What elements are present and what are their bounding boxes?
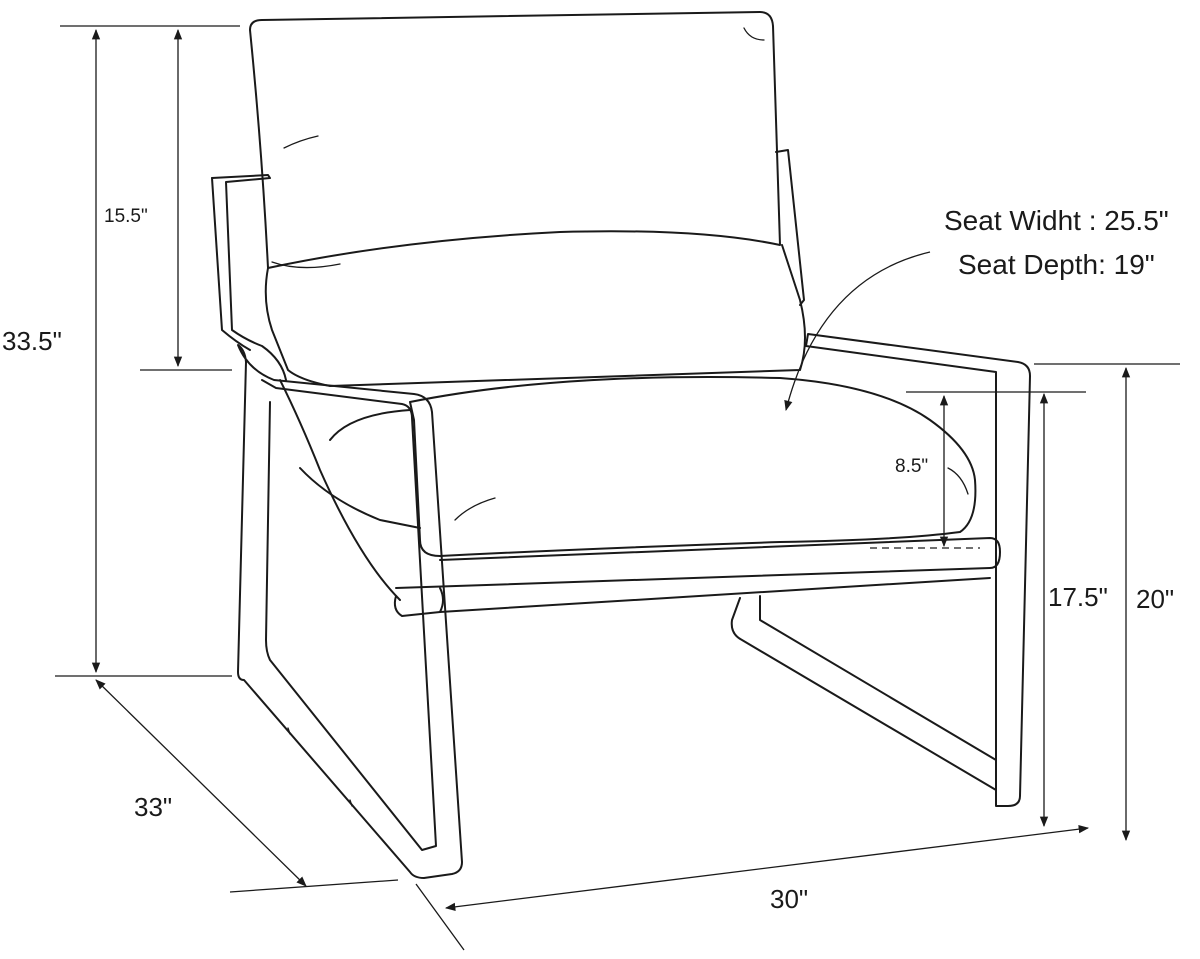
- cushion-thickness-label: 8.5": [895, 456, 928, 477]
- dimension-lines: [55, 25, 1180, 951]
- right-base-rail: [730, 595, 997, 791]
- right-side-panel: [775, 149, 805, 306]
- back-tuck: [271, 261, 341, 269]
- left-sling: [279, 379, 401, 601]
- width-left-extension: [415, 883, 465, 951]
- seat-depth-note: Seat Depth: 19": [958, 249, 1155, 280]
- seat-crease: [454, 497, 496, 521]
- depth-arrow: [95, 679, 307, 887]
- seat-side-crease: [947, 467, 969, 495]
- back-crease-1: [283, 135, 319, 149]
- seat-front-edge: [299, 467, 421, 529]
- seat-height-label: 17.5": [1048, 582, 1108, 612]
- seat-pointer-arrow: [784, 251, 931, 412]
- depth-front-extension: [229, 879, 399, 893]
- depth-label: 33": [134, 792, 172, 822]
- chair-outline: [211, 11, 1031, 879]
- width-label: 30": [770, 884, 808, 914]
- lower-back-cushion: [264, 244, 806, 387]
- left-frame-inner: [261, 379, 437, 851]
- left-frame-outer: [237, 344, 463, 879]
- back-crease-2: [743, 27, 765, 41]
- dimension-labels: 33.5" 15.5" 8.5" 17.5" 20" 33" 30" Seat …: [2, 205, 1174, 914]
- front-rail-cap: [393, 595, 441, 617]
- width-arrow: [444, 825, 1090, 911]
- overall-height-label: 33.5": [2, 326, 62, 356]
- seat-cushion: [409, 376, 977, 557]
- seat-width-note: Seat Widht : 25.5": [944, 205, 1169, 236]
- left-side-panel: [211, 174, 287, 381]
- arm-height-label: 20": [1136, 584, 1174, 614]
- front-rail: [395, 537, 1001, 613]
- back-height-label: 15.5": [104, 206, 148, 227]
- seat-cushion-left-bulge: [329, 409, 411, 441]
- right-arm-rail: [805, 333, 1031, 807]
- left-side-outer: [211, 177, 251, 351]
- back-cushion: [249, 11, 781, 269]
